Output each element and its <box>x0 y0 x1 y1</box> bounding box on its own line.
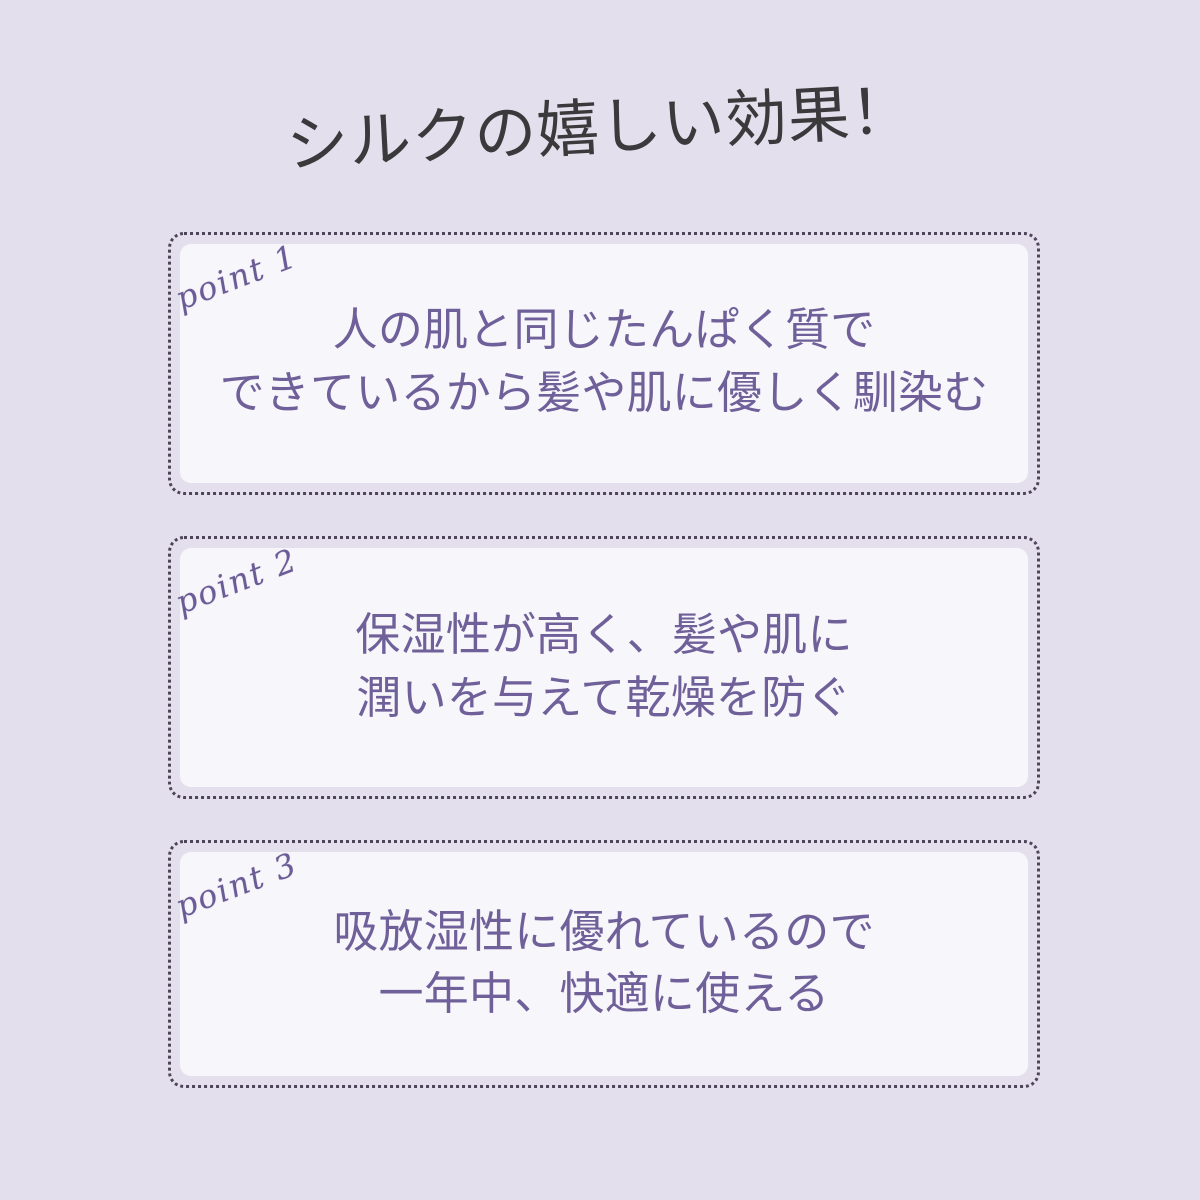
page-title-text: シルクの嬉しい効果！ <box>284 77 916 181</box>
point-card-3-panel: 吸放湿性に優れているので 一年中、快適に使える <box>180 852 1028 1076</box>
point-card-2-line-1: 保湿性が高く、髪や肌に <box>355 609 853 661</box>
page-title: シルクの嬉しい効果！ <box>0 78 1200 181</box>
point-card-1-panel: 人の肌と同じたんぱく質で できているから髪や肌に優しく馴染む <box>180 244 1028 483</box>
point-card-3-line-2: 一年中、快適に使える <box>378 968 830 1019</box>
point-card-2-line-2: 潤いを与えて乾燥を防ぐ <box>356 671 852 723</box>
point-card-3: 吸放湿性に優れているので 一年中、快適に使える point 3 <box>168 840 1040 1088</box>
point-card-1-line-2: できているから髪や肌に優しく馴染む <box>219 366 989 418</box>
point-card-3-line-1: 吸放湿性に優れているので <box>333 905 875 957</box>
point-card-2-panel: 保湿性が高く、髪や肌に 潤いを与えて乾燥を防ぐ <box>180 548 1028 787</box>
point-card-1-line-1: 人の肌と同じたんぱく質で <box>332 304 876 356</box>
point-card-1: 人の肌と同じたんぱく質で できているから髪や肌に優しく馴染む point 1 <box>168 232 1040 495</box>
point-card-2: 保湿性が高く、髪や肌に 潤いを与えて乾燥を防ぐ point 2 <box>168 536 1040 799</box>
